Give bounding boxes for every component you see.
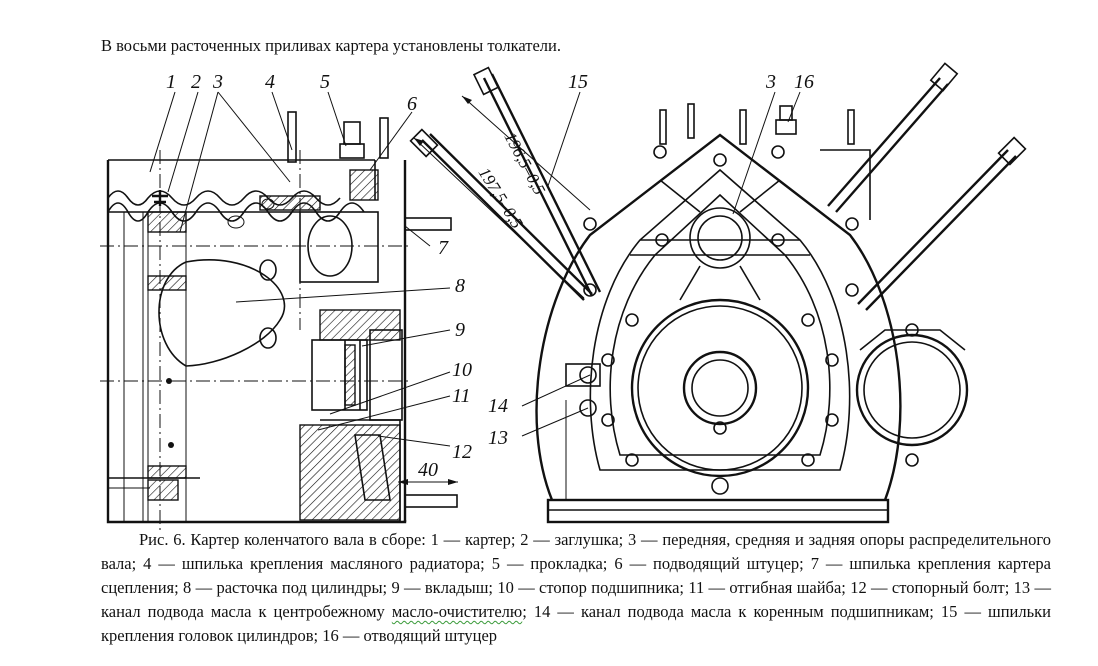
callout-10: 10	[452, 359, 472, 381]
intro-paragraph: В восьми расточенных приливах картера ус…	[101, 36, 561, 55]
callout-11: 11	[452, 385, 471, 407]
callout-5: 5	[320, 71, 330, 93]
section-leaders	[149, 91, 451, 447]
dimension-40: 40	[418, 459, 438, 481]
front-leaders	[521, 91, 801, 437]
figure-caption: Рис. 6. Картер коленчатого вала в сборе:…	[101, 528, 1051, 648]
callout-labels: 1 2 3 4 5 6 7 8 9 10 11 12 13 14 15 16 3…	[166, 71, 814, 481]
callout-3-front: 3	[765, 71, 776, 93]
caption-lead: Рис. 6. Картер коленчатого вала в сборе:…	[101, 530, 1051, 621]
front-view	[535, 103, 969, 524]
callout-9: 9	[455, 319, 465, 341]
callout-14: 14	[488, 395, 508, 417]
callout-12: 12	[452, 441, 472, 463]
callout-13: 13	[488, 427, 508, 449]
caption-tail: ; 14 — канал подвода масла к коренным по…	[101, 602, 1051, 645]
dimension-197: 197,5–0,5	[475, 164, 527, 232]
callout-16: 16	[794, 71, 814, 93]
callout-7: 7	[438, 237, 449, 259]
section-view	[100, 111, 458, 530]
callout-2: 2	[191, 71, 201, 93]
caption-spellcheck-word: масло-очистителю	[391, 602, 523, 621]
callout-8: 8	[455, 275, 465, 297]
callout-6: 6	[407, 93, 417, 115]
callout-4: 4	[265, 71, 275, 93]
callout-15: 15	[568, 71, 588, 93]
cylinder-head-studs	[409, 62, 1027, 311]
callout-3: 3	[212, 71, 223, 93]
callout-1: 1	[166, 71, 176, 93]
